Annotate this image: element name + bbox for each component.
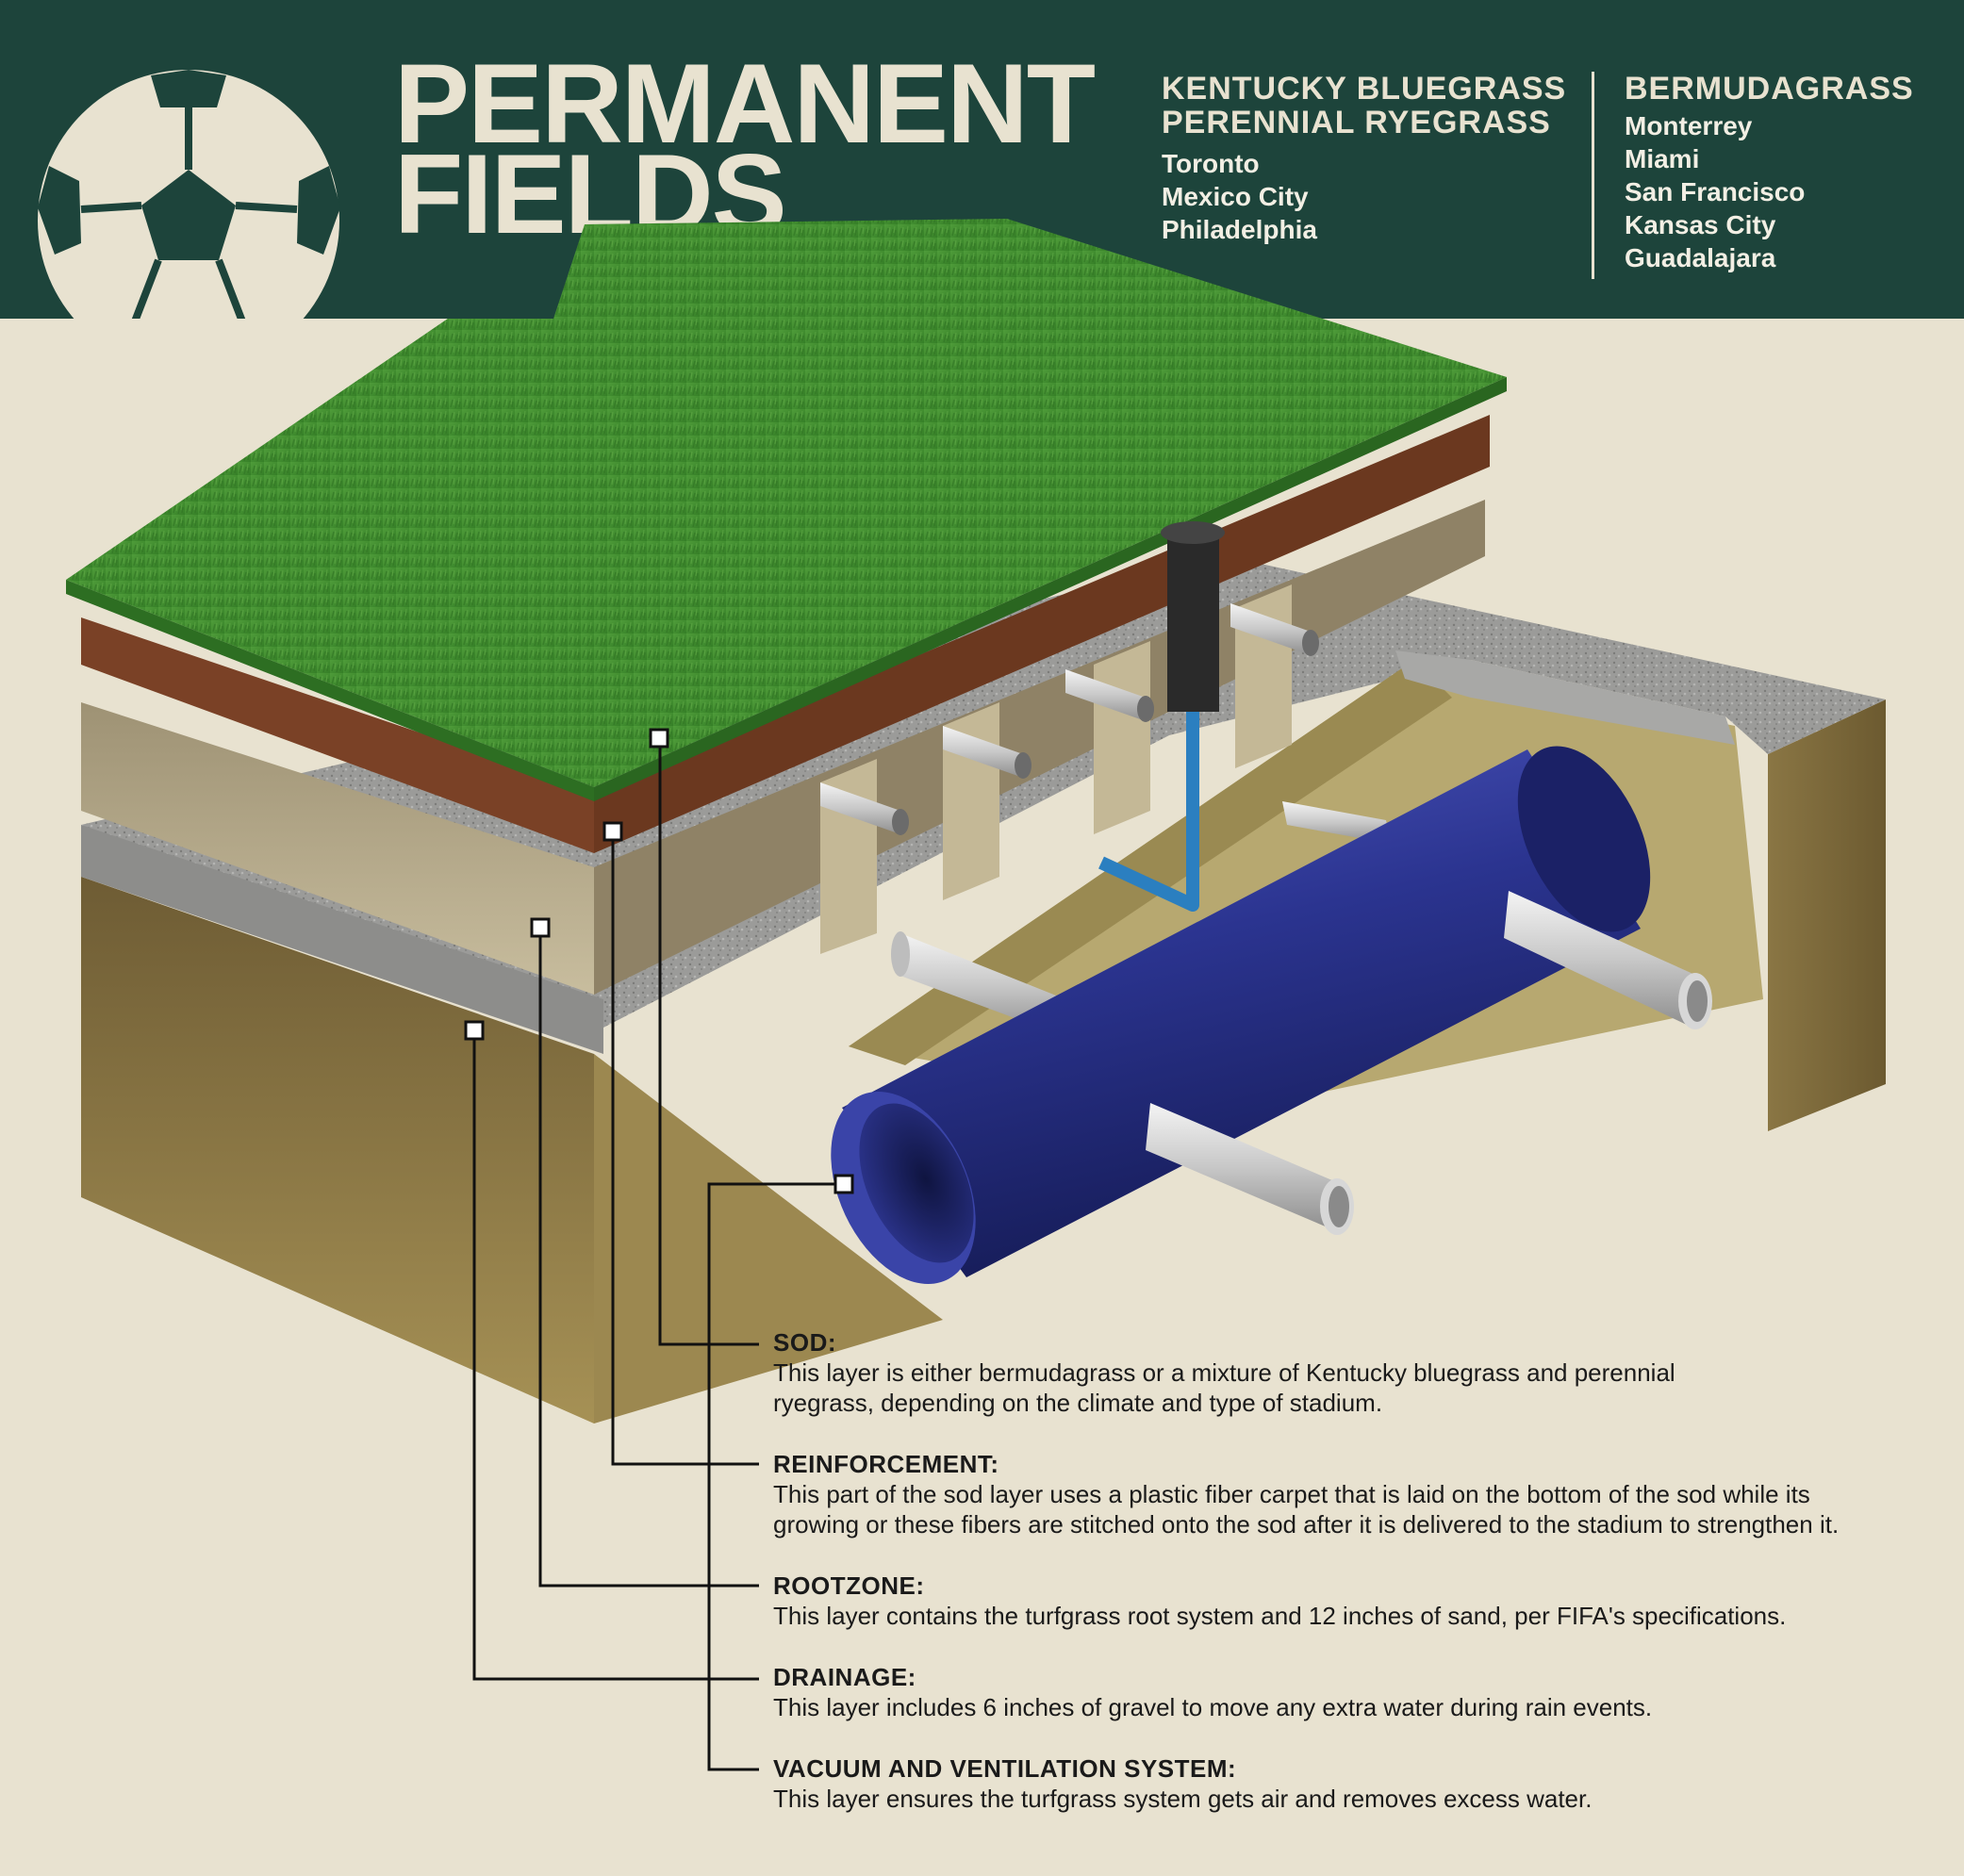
legend-description: growing or these fibers are stitched ont…	[773, 1510, 1840, 1539]
legend-description: This layer ensures the turfgrass system …	[773, 1785, 1593, 1813]
legend-rootzone: ROOTZONE: This layer contains the turfgr…	[773, 1571, 1933, 1631]
soccer-ball-icon	[38, 70, 340, 319]
city-label: Kansas City	[1625, 210, 1776, 239]
city-label: Monterrey	[1625, 111, 1753, 140]
sod-edge	[66, 580, 594, 801]
city-label: Miami	[1625, 144, 1700, 173]
legend-title: SOD:	[773, 1328, 836, 1357]
city-label: Mexico City	[1162, 182, 1309, 211]
legend-description: This part of the sod layer uses a plasti…	[773, 1480, 1810, 1508]
city-label: Philadelphia	[1162, 215, 1317, 244]
city-label: Guadalajara	[1625, 243, 1776, 272]
support-pillar	[1094, 641, 1150, 834]
header-divider	[1592, 72, 1594, 279]
marker-reinforcement	[602, 821, 623, 842]
city-label: San Francisco	[1625, 177, 1806, 206]
sand-layer-front	[81, 702, 594, 995]
vent-riser	[1098, 521, 1225, 912]
legend-description: This layer includes 6 inches of gravel t…	[773, 1693, 1653, 1721]
legend-description: This layer contains the turfgrass root s…	[773, 1602, 1787, 1630]
gravel-front	[81, 825, 603, 1054]
grass-group-kentucky: KENTUCKY BLUEGRASS PERENNIAL RYEGRASS To…	[1162, 72, 1566, 246]
title-line-1: PERMANENT	[394, 41, 1096, 167]
trench-wall	[849, 660, 1452, 1065]
trench-gravel-edge	[1395, 650, 1735, 745]
leader-sod	[658, 739, 759, 1346]
city-label: Toronto	[1162, 149, 1260, 178]
legend-title: REINFORCEMENT:	[773, 1450, 999, 1478]
header-banner: PERMANENT FIELDS KENTUCKY BLUEGRASS PERE…	[0, 0, 1964, 319]
grass-group-bermuda: BERMUDAGRASS Monterrey Miami San Francis…	[1625, 72, 1914, 274]
leader-markers	[464, 728, 854, 1194]
marker-vacuum	[833, 1174, 854, 1194]
legend-sod: SOD: This layer is either bermudagrass o…	[773, 1327, 1933, 1418]
sod-edge-side	[594, 377, 1507, 801]
group-heading-line-2: PERENNIAL RYEGRASS	[1162, 105, 1551, 140]
leader-rootzone	[538, 929, 759, 1588]
legend-description: ryegrass, depending on the climate and t…	[773, 1389, 1383, 1417]
marker-sod	[649, 728, 669, 749]
leader-lines	[472, 739, 844, 1771]
earth-block-lower	[594, 1054, 943, 1423]
vacuum-pipe	[831, 746, 1712, 1285]
legend-title: VACUUM AND VENTILATION SYSTEM:	[773, 1754, 1237, 1783]
earth-block-right	[1768, 699, 1886, 1131]
drain-stubs	[820, 603, 1319, 835]
leader-vacuum	[707, 1182, 844, 1771]
soil-layer-front	[81, 617, 594, 853]
soil-layer-side	[594, 415, 1490, 853]
legend-reinforcement: REINFORCEMENT: This part of the sod laye…	[773, 1449, 1933, 1539]
legend-vacuum: VACUUM AND VENTILATION SYSTEM: This laye…	[773, 1753, 1933, 1814]
page-title: PERMANENT FIELDS	[394, 41, 1096, 251]
marker-rootzone	[530, 917, 551, 938]
leader-drainage	[472, 1031, 759, 1681]
legend-description: This layer is either bermudagrass or a m…	[773, 1358, 1675, 1387]
earth-block-front	[81, 877, 594, 1423]
group-heading-line-1: KENTUCKY BLUEGRASS	[1162, 71, 1567, 107]
legend-title: ROOTZONE:	[773, 1572, 925, 1600]
legend-title: DRAINAGE:	[773, 1663, 916, 1691]
group-heading: BERMUDAGRASS	[1625, 71, 1914, 107]
legend-drainage: DRAINAGE: This layer includes 6 inches o…	[773, 1662, 1933, 1722]
marker-drainage	[464, 1020, 485, 1041]
